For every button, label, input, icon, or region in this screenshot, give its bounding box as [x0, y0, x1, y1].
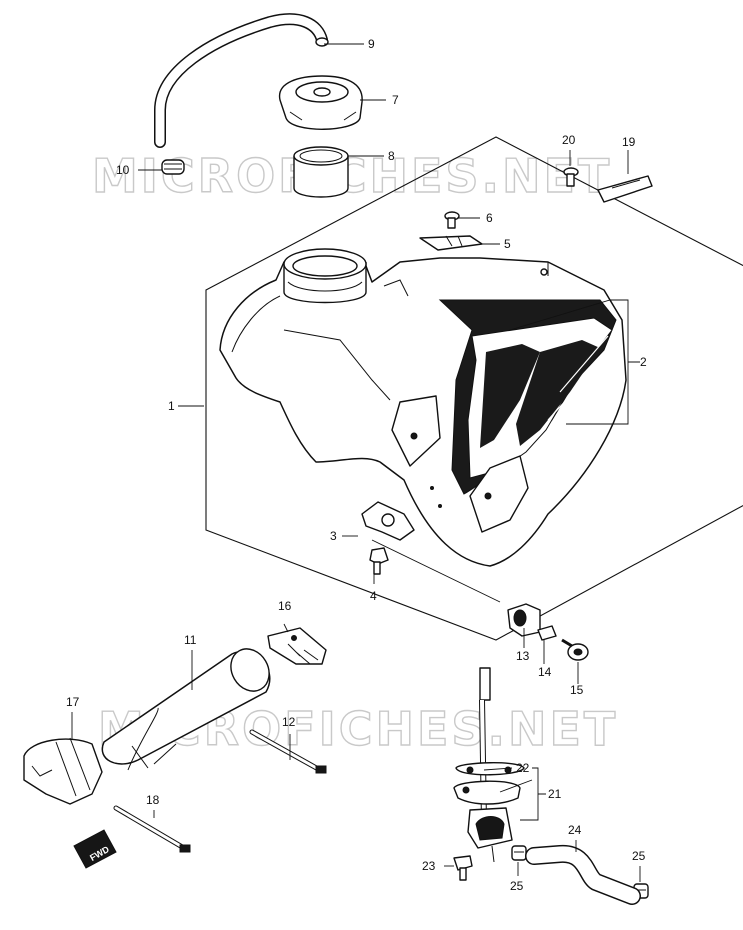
hose-clamp-25-left	[511, 845, 527, 861]
watermark-top: MICROFICHES.NET	[92, 149, 612, 203]
callout-7: 7	[392, 93, 399, 107]
callout-14: 14	[538, 665, 552, 679]
callout-11: 11	[184, 633, 197, 647]
callout-13: 13	[516, 649, 530, 663]
damper-17	[23, 737, 103, 805]
callout-10: 10	[116, 163, 130, 177]
callout-6: 6	[486, 211, 493, 225]
breather-hose-9	[154, 13, 329, 148]
callout-5: 5	[504, 237, 511, 251]
bolt-15	[561, 638, 589, 661]
callout-18: 18	[146, 793, 160, 807]
callout-16: 16	[278, 599, 292, 613]
fuel-tank-1	[219, 248, 627, 567]
leader-lines	[71, 43, 641, 882]
bracket-plate-3	[361, 501, 415, 541]
fuel-cock-21	[453, 667, 525, 863]
cushion-16	[267, 627, 327, 665]
callout-25-left: 25	[510, 879, 524, 893]
callout-3: 3	[330, 529, 337, 543]
callout-23: 23	[422, 859, 436, 873]
fuel-cap-7	[278, 75, 363, 130]
cable-tie-12	[249, 729, 327, 774]
fuel-hose-24	[525, 845, 641, 905]
collar-14	[537, 625, 557, 641]
callout-17: 17	[66, 695, 80, 709]
screw-23	[453, 855, 473, 881]
bracket-5	[419, 235, 483, 251]
bolt-20	[563, 167, 579, 187]
heat-shield-11	[101, 648, 271, 771]
tank-assembly-frame	[205, 136, 743, 641]
callout-22: 22	[516, 761, 530, 775]
callout-21: 21	[548, 787, 562, 801]
forward-direction-arrow: FWD	[73, 829, 117, 869]
strap-clip-19	[597, 175, 653, 203]
callout-25-right: 25	[632, 849, 646, 863]
cable-tie-18	[113, 805, 191, 853]
callout-20: 20	[562, 133, 576, 147]
filler-ring-8	[293, 146, 349, 198]
callout-15: 15	[570, 683, 584, 697]
callout-1: 1	[168, 399, 175, 413]
screw-6	[444, 211, 460, 229]
hose-clip-10	[161, 159, 185, 175]
callout-9: 9	[368, 37, 375, 51]
callout-24: 24	[568, 823, 582, 837]
callout-12: 12	[282, 715, 296, 729]
callout-4: 4	[370, 589, 377, 603]
callout-2: 2	[640, 355, 647, 369]
callout-19: 19	[622, 135, 636, 149]
callout-8: 8	[388, 149, 395, 163]
bolt-4	[369, 547, 389, 575]
